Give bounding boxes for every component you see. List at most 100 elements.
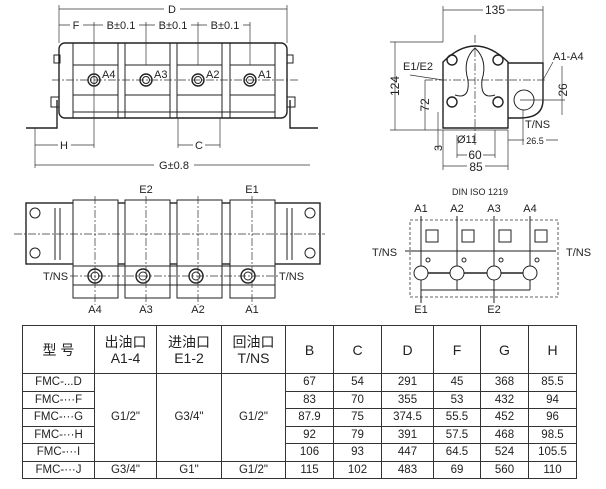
return-label: T/NS xyxy=(372,247,397,259)
dim-b-label: B±0.1 xyxy=(211,20,240,32)
dim-cell: 85.5 xyxy=(528,373,577,392)
port-label: A2 xyxy=(191,304,204,316)
outlet-label: A4 xyxy=(523,203,536,215)
port-a2-circle xyxy=(191,73,205,87)
dim-cell: 55.5 xyxy=(433,408,481,427)
dim-26-label: 26 xyxy=(556,83,570,97)
dim-f-label: F xyxy=(73,20,80,32)
dim-cell: 391 xyxy=(381,425,434,444)
dim-cell: 87.9 xyxy=(285,408,334,427)
dim-cell: 368 xyxy=(480,373,529,392)
hydraulic-schematic: DIN ISO 1219 A1 A2 A3 A4 T/NS T/NS E1 E2 xyxy=(372,187,591,316)
front-view: A4 A3 A2 A1 D F B±0.1 B±0.1 B±0.1 H xyxy=(26,2,318,172)
dim-cell: 75 xyxy=(333,408,382,427)
outlet-port-cell: G3/4" xyxy=(94,460,157,479)
dim-d-label: D xyxy=(168,4,176,16)
dim-3-label: 3 xyxy=(433,145,445,151)
dim-cell: 64.5 xyxy=(433,443,481,462)
dim-b-label: B±0.1 xyxy=(107,20,136,32)
header-h: H xyxy=(528,325,577,374)
dim-cell: 57.5 xyxy=(433,425,481,444)
dim-height-label: 124 xyxy=(388,76,402,96)
dim-cell: 79 xyxy=(333,425,382,444)
return-label: T/NS xyxy=(43,271,68,283)
inlet-label: E2 xyxy=(487,304,500,316)
port-label: A4 xyxy=(102,69,115,81)
outlet-label: A3 xyxy=(487,203,500,215)
dim-26-5-label: 26.5 xyxy=(526,136,544,146)
dim-cell: 96 xyxy=(528,408,577,427)
dim-60-label: 60 xyxy=(468,148,482,162)
header-f: F xyxy=(433,325,481,374)
model-cell: FMC-···H xyxy=(22,425,95,444)
port-label: A4 xyxy=(88,304,101,316)
header-model: 型 号 xyxy=(22,325,95,374)
return-label: T/NS xyxy=(525,119,550,131)
dim-85-label: 85 xyxy=(469,160,483,174)
port-label: A1 xyxy=(245,304,258,316)
model-cell: FMC-···I xyxy=(22,443,95,462)
dim-cell: 115 xyxy=(285,460,334,479)
dim-cell: 98.5 xyxy=(528,425,577,444)
outlet-port-cell: G1/2" xyxy=(94,373,157,462)
dim-cell: 106 xyxy=(285,443,334,462)
outlet-label: A2 xyxy=(450,203,463,215)
dim-cell: 524 xyxy=(480,443,529,462)
dim-cell: 83 xyxy=(285,390,334,409)
model-cell: FMC-···J xyxy=(22,460,95,479)
return-port-cell: G1/2" xyxy=(221,373,286,462)
outlet-label: A1 xyxy=(414,203,427,215)
dim-cell: 468 xyxy=(480,425,529,444)
dim-cell: 483 xyxy=(381,460,434,479)
header-c: C xyxy=(333,325,382,374)
dim-cell: 291 xyxy=(381,373,434,392)
dim-cell: 560 xyxy=(480,460,529,479)
mounting-bracket-left xyxy=(26,100,58,129)
mounting-bracket-right xyxy=(289,100,318,129)
return-label: T/NS xyxy=(566,247,591,259)
model-cell: FMC-···G xyxy=(22,408,95,427)
header-b: B xyxy=(285,325,334,374)
dim-g-label: G±0.8 xyxy=(159,160,189,172)
inlet-label: E2 xyxy=(139,184,152,196)
inlet-label: E1/E2 xyxy=(403,61,433,73)
dim-cell: 102 xyxy=(333,460,382,479)
dim-cell: 432 xyxy=(480,390,529,409)
schematic-title: DIN ISO 1219 xyxy=(452,187,508,197)
return-label: T/NS xyxy=(279,271,304,283)
dim-h-label: H xyxy=(60,140,68,152)
port-label: A1 xyxy=(258,69,271,81)
inlet-label: E1 xyxy=(245,184,258,196)
return-port-cell: G1/2" xyxy=(221,460,286,479)
dim-cell: 53 xyxy=(433,390,481,409)
inlet-port-cell: G1" xyxy=(156,460,222,479)
port-label: A2 xyxy=(206,69,219,81)
outlet-label: A1-A4 xyxy=(553,51,584,63)
port-label: A3 xyxy=(154,69,167,81)
dim-cell: 70 xyxy=(333,390,382,409)
dim-cell: 92 xyxy=(285,425,334,444)
dim-width-label: 135 xyxy=(485,3,505,17)
dim-cell: 447 xyxy=(381,443,434,462)
dim-72-label: 72 xyxy=(418,98,432,112)
dim-cell: 93 xyxy=(333,443,382,462)
port-a3-circle xyxy=(139,73,153,87)
dim-c-label: C xyxy=(195,140,203,152)
inlet-port-cell: G3/4" xyxy=(156,373,222,462)
top-view: E2 E1 T/NS T/NS A4 A3 A2 A1 xyxy=(14,184,325,316)
model-cell: FMC-...D xyxy=(22,373,95,392)
dim-cell: 452 xyxy=(480,408,529,427)
dim-cell: 94 xyxy=(528,390,577,409)
port-label: A3 xyxy=(139,304,152,316)
hole-dim-label: Ø11 xyxy=(457,134,477,146)
dim-cell: 110 xyxy=(528,460,577,479)
header-d: D xyxy=(381,325,434,374)
